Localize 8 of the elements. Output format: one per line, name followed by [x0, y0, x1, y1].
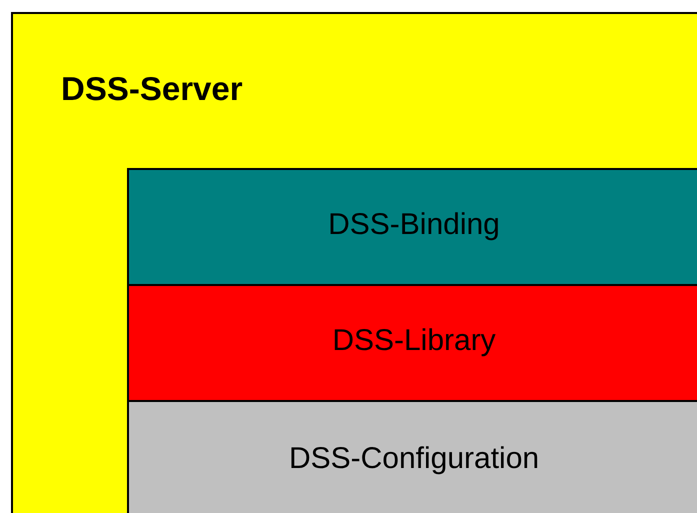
container-box	[11, 12, 697, 513]
layer-label: DSS-Binding	[327, 208, 501, 242]
layer-label: DSS-Configuration	[288, 442, 540, 476]
layer-label: DSS-Library	[331, 324, 497, 358]
layer-band	[127, 168, 697, 286]
container-title: DSS-Server	[61, 70, 243, 108]
layer-band	[127, 400, 697, 513]
layer-band	[127, 284, 697, 402]
